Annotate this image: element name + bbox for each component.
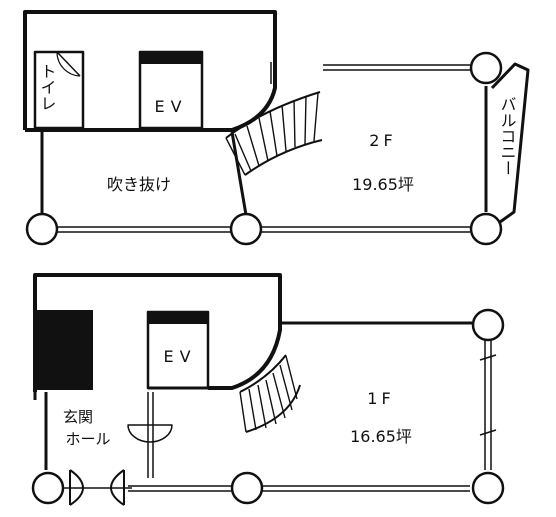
bottom-window-2f <box>56 226 470 233</box>
elevator-door-2f <box>140 52 202 64</box>
toilet-door-line <box>56 51 81 77</box>
toilet-room <box>33 50 85 130</box>
column-1f-bottom-middle <box>230 471 264 505</box>
entrance-divider-1f <box>147 392 154 478</box>
column-1f-top-right <box>471 308 505 342</box>
toilet-door-arc <box>56 51 81 77</box>
floor-area-2f: 19.65坪 <box>352 175 414 194</box>
spiral-stair-1f <box>239 354 301 433</box>
elevator-door-1f <box>148 312 208 324</box>
entrance-hall-label-line1: 玄関 <box>63 408 93 426</box>
void-label: 吹き抜け <box>107 175 171 194</box>
column-2f-bottom-left <box>25 212 59 246</box>
floor-label-1f: 1F <box>367 389 394 408</box>
floor-label-2f: 2F <box>369 131 396 150</box>
toilet-label: トイレ <box>38 63 57 111</box>
floor-2f <box>23 10 530 246</box>
elevator-label-2f: EV <box>154 97 187 116</box>
balcony <box>490 62 530 224</box>
column-1f-bottom-right <box>471 471 505 505</box>
column-2f-bottom-middle <box>229 212 263 246</box>
spiral-stair-2f <box>225 91 323 176</box>
storage-block-1f <box>33 310 93 390</box>
balcony-label: バルコニー <box>498 96 517 176</box>
column-2f-top-right <box>469 51 503 85</box>
column-1f-bottom-left <box>31 471 65 505</box>
void-divider-2f <box>230 131 248 216</box>
floor-area-1f: 16.65坪 <box>350 427 412 446</box>
floor-1f <box>31 273 505 506</box>
top-window-2f <box>323 64 470 71</box>
entrance-door-arc <box>127 424 173 443</box>
bottom-window-1f <box>128 485 470 492</box>
core-wall-2f <box>23 10 277 132</box>
elevator-label-1f: EV <box>163 347 196 366</box>
core-wall-1f <box>33 273 282 392</box>
entrance-hall-label-line2: ホール <box>65 430 110 448</box>
column-2f-bottom-right <box>469 212 503 246</box>
right-wall-1f <box>479 340 497 470</box>
entrance-door <box>62 469 132 506</box>
